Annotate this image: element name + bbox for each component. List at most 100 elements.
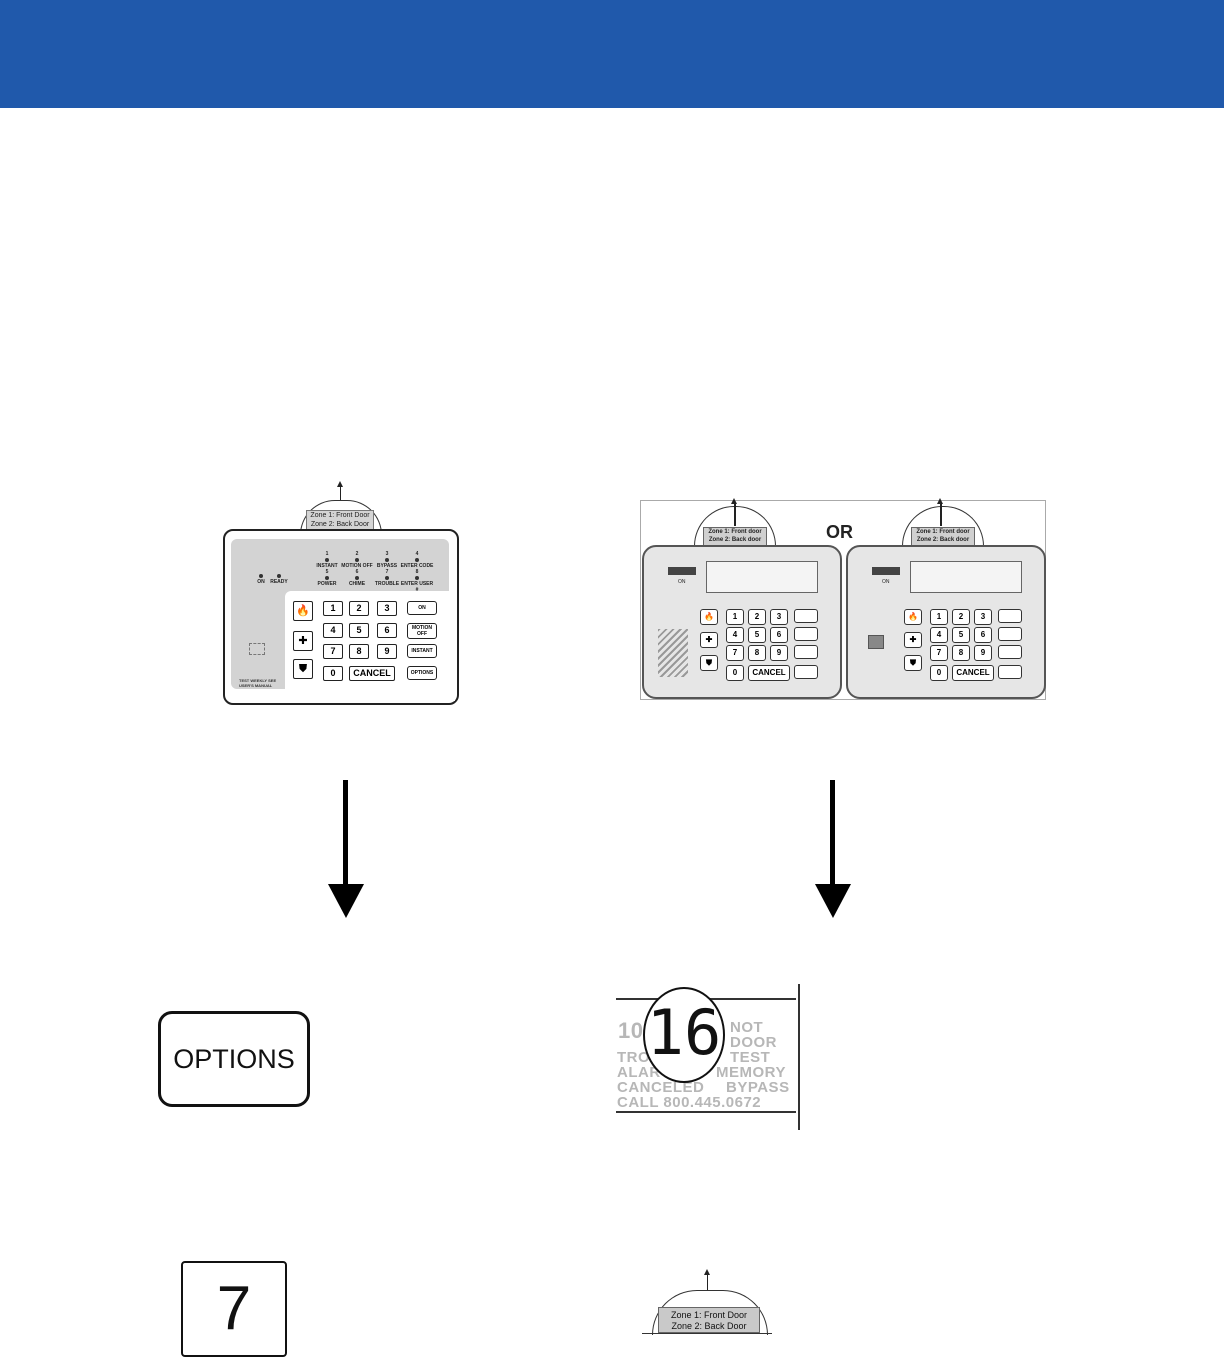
- key-8[interactable]: 8: [952, 645, 970, 661]
- key-9[interactable]: 9: [377, 644, 397, 659]
- display-line-1: Zone 1: Front Door: [670, 1310, 748, 1320]
- key-0[interactable]: 0: [930, 665, 948, 681]
- led-num: 7: [385, 569, 389, 575]
- key-2[interactable]: 2: [952, 609, 970, 625]
- display-arrow-head: [937, 498, 943, 504]
- lcd-zone-number: 10: [618, 1018, 644, 1043]
- key-8[interactable]: 8: [748, 645, 766, 661]
- or-label: OR: [826, 522, 853, 542]
- led-label: ENTER USER #: [400, 581, 434, 593]
- side-key-3[interactable]: [998, 645, 1022, 659]
- police-emergency-key[interactable]: ⛊: [904, 655, 922, 671]
- led-ready: READY: [267, 573, 291, 585]
- key-5[interactable]: 5: [748, 627, 766, 643]
- options-key-small[interactable]: OPTIONS: [407, 666, 437, 680]
- side-key-1[interactable]: [998, 609, 1022, 623]
- display-arrow: [340, 486, 341, 502]
- fire-emergency-key[interactable]: 🔥: [904, 609, 922, 625]
- side-key-2[interactable]: [998, 627, 1022, 641]
- on-key[interactable]: ON: [407, 601, 437, 615]
- key-4[interactable]: 4: [930, 627, 948, 643]
- display-arrow-head: [731, 498, 737, 504]
- display-arrow: [707, 1274, 708, 1294]
- key-3[interactable]: 3: [974, 609, 992, 625]
- key-5[interactable]: 5: [349, 623, 369, 638]
- down-arrow-right: [830, 780, 835, 890]
- brand-logo: [668, 567, 696, 575]
- side-key-1[interactable]: [794, 609, 818, 623]
- lcd-bottom-border: [616, 1111, 796, 1113]
- key-0[interactable]: 0: [726, 665, 744, 681]
- medical-emergency-key[interactable]: ✚: [904, 632, 922, 648]
- key-4[interactable]: 4: [726, 627, 744, 643]
- brand-logo: [872, 567, 900, 575]
- keypad-right-a: ON 🔥 ✚ ⛊ 1 2 3 4 5 6 7 8 9 0 CANCEL: [642, 545, 842, 699]
- key-8[interactable]: 8: [349, 644, 369, 659]
- led-label: POWER: [317, 581, 337, 587]
- down-arrow-left: [343, 780, 348, 890]
- key-2[interactable]: 2: [748, 609, 766, 625]
- side-key-3[interactable]: [794, 645, 818, 659]
- key-3[interactable]: 3: [770, 609, 788, 625]
- side-key-4[interactable]: [794, 665, 818, 679]
- cancel-key[interactable]: CANCEL: [952, 665, 994, 681]
- display-arrow: [734, 504, 736, 526]
- side-key-4[interactable]: [998, 665, 1022, 679]
- display-screen: Zone 1: Front door Zone 2: Back door: [911, 527, 975, 547]
- display-arrow: [940, 504, 942, 526]
- medical-emergency-key[interactable]: ✚: [700, 632, 718, 648]
- cancel-key[interactable]: CANCEL: [349, 666, 395, 681]
- key-6[interactable]: 6: [770, 627, 788, 643]
- led-num: 3: [385, 551, 389, 557]
- key-0[interactable]: 0: [323, 666, 343, 681]
- key-9[interactable]: 9: [974, 645, 992, 661]
- key-1[interactable]: 1: [726, 609, 744, 625]
- police-emergency-key[interactable]: ⛊: [700, 655, 718, 671]
- lcd-window: [706, 561, 818, 593]
- key-7-large[interactable]: 7: [181, 1261, 287, 1357]
- key-9[interactable]: 9: [770, 645, 788, 661]
- led-label: READY: [270, 579, 288, 585]
- instant-key[interactable]: INSTANT: [407, 644, 437, 658]
- sensor-window: [249, 643, 265, 655]
- key-5[interactable]: 5: [952, 627, 970, 643]
- display-arrow-head: [337, 481, 343, 487]
- key-7[interactable]: 7: [726, 645, 744, 661]
- police-emergency-key[interactable]: ⛊: [293, 659, 313, 679]
- side-key-2[interactable]: [794, 627, 818, 641]
- lcd-window: [910, 561, 1022, 593]
- display-line-2: Zone 2: Back Door: [671, 1321, 747, 1331]
- key-3[interactable]: 3: [377, 601, 397, 616]
- key-2[interactable]: 2: [349, 601, 369, 616]
- options-button[interactable]: OPTIONS: [158, 1011, 310, 1107]
- key-6[interactable]: 6: [974, 627, 992, 643]
- cancel-key[interactable]: CANCEL: [748, 665, 790, 681]
- on-indicator: ON: [678, 579, 686, 585]
- key-7[interactable]: 7: [930, 645, 948, 661]
- medical-emergency-key[interactable]: ✚: [293, 631, 313, 651]
- lcd-call-number: CALL 800.445.0672: [617, 1094, 762, 1111]
- key-7[interactable]: 7: [323, 644, 343, 659]
- key-4[interactable]: 4: [323, 623, 343, 638]
- fire-emergency-key[interactable]: 🔥: [700, 609, 718, 625]
- led-label: ENTER CODE: [400, 563, 434, 569]
- display-line-1: Zone 1: Front Door: [310, 512, 370, 519]
- display-arrow-head: [704, 1269, 710, 1275]
- lcd-alarm: ALAR: [617, 1064, 661, 1081]
- motion-off-key[interactable]: MOTION OFF: [407, 623, 437, 639]
- lcd-digits: 16: [646, 996, 722, 1069]
- led-num: 1: [325, 551, 329, 557]
- keypad-note: TEST WEEKLY SEE USER'S MANUAL: [239, 678, 277, 688]
- key-6[interactable]: 6: [377, 623, 397, 638]
- fire-emergency-key[interactable]: 🔥: [293, 601, 313, 621]
- lcd-not: NOT: [730, 1019, 764, 1036]
- led-num: 4: [415, 551, 419, 557]
- key-1[interactable]: 1: [930, 609, 948, 625]
- key-1[interactable]: 1: [323, 601, 343, 616]
- lcd-right-border: [798, 984, 800, 1130]
- led-label: BYPASS: [376, 563, 398, 569]
